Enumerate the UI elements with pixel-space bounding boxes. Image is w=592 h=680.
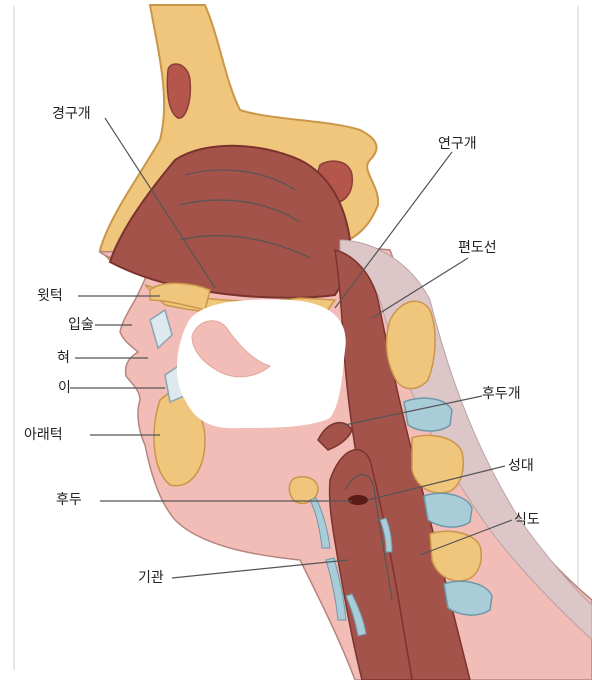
label-epiglottis: 후두개 bbox=[482, 386, 521, 402]
label-lower-jaw: 아래턱 bbox=[24, 427, 63, 443]
label-trachea: 기관 bbox=[138, 570, 164, 586]
label-teeth: 이 bbox=[58, 380, 71, 396]
label-tongue: 혀 bbox=[57, 350, 70, 366]
label-tonsil: 편도선 bbox=[458, 240, 497, 256]
label-vocal-cords: 성대 bbox=[508, 458, 534, 474]
label-larynx: 후두 bbox=[56, 492, 82, 508]
label-esophagus: 식도 bbox=[514, 512, 540, 528]
label-lips: 입술 bbox=[68, 317, 94, 333]
label-soft-palate: 연구개 bbox=[438, 136, 477, 152]
label-hard-palate: 경구개 bbox=[52, 106, 91, 122]
label-upper-gum: 윗턱 bbox=[37, 288, 63, 304]
